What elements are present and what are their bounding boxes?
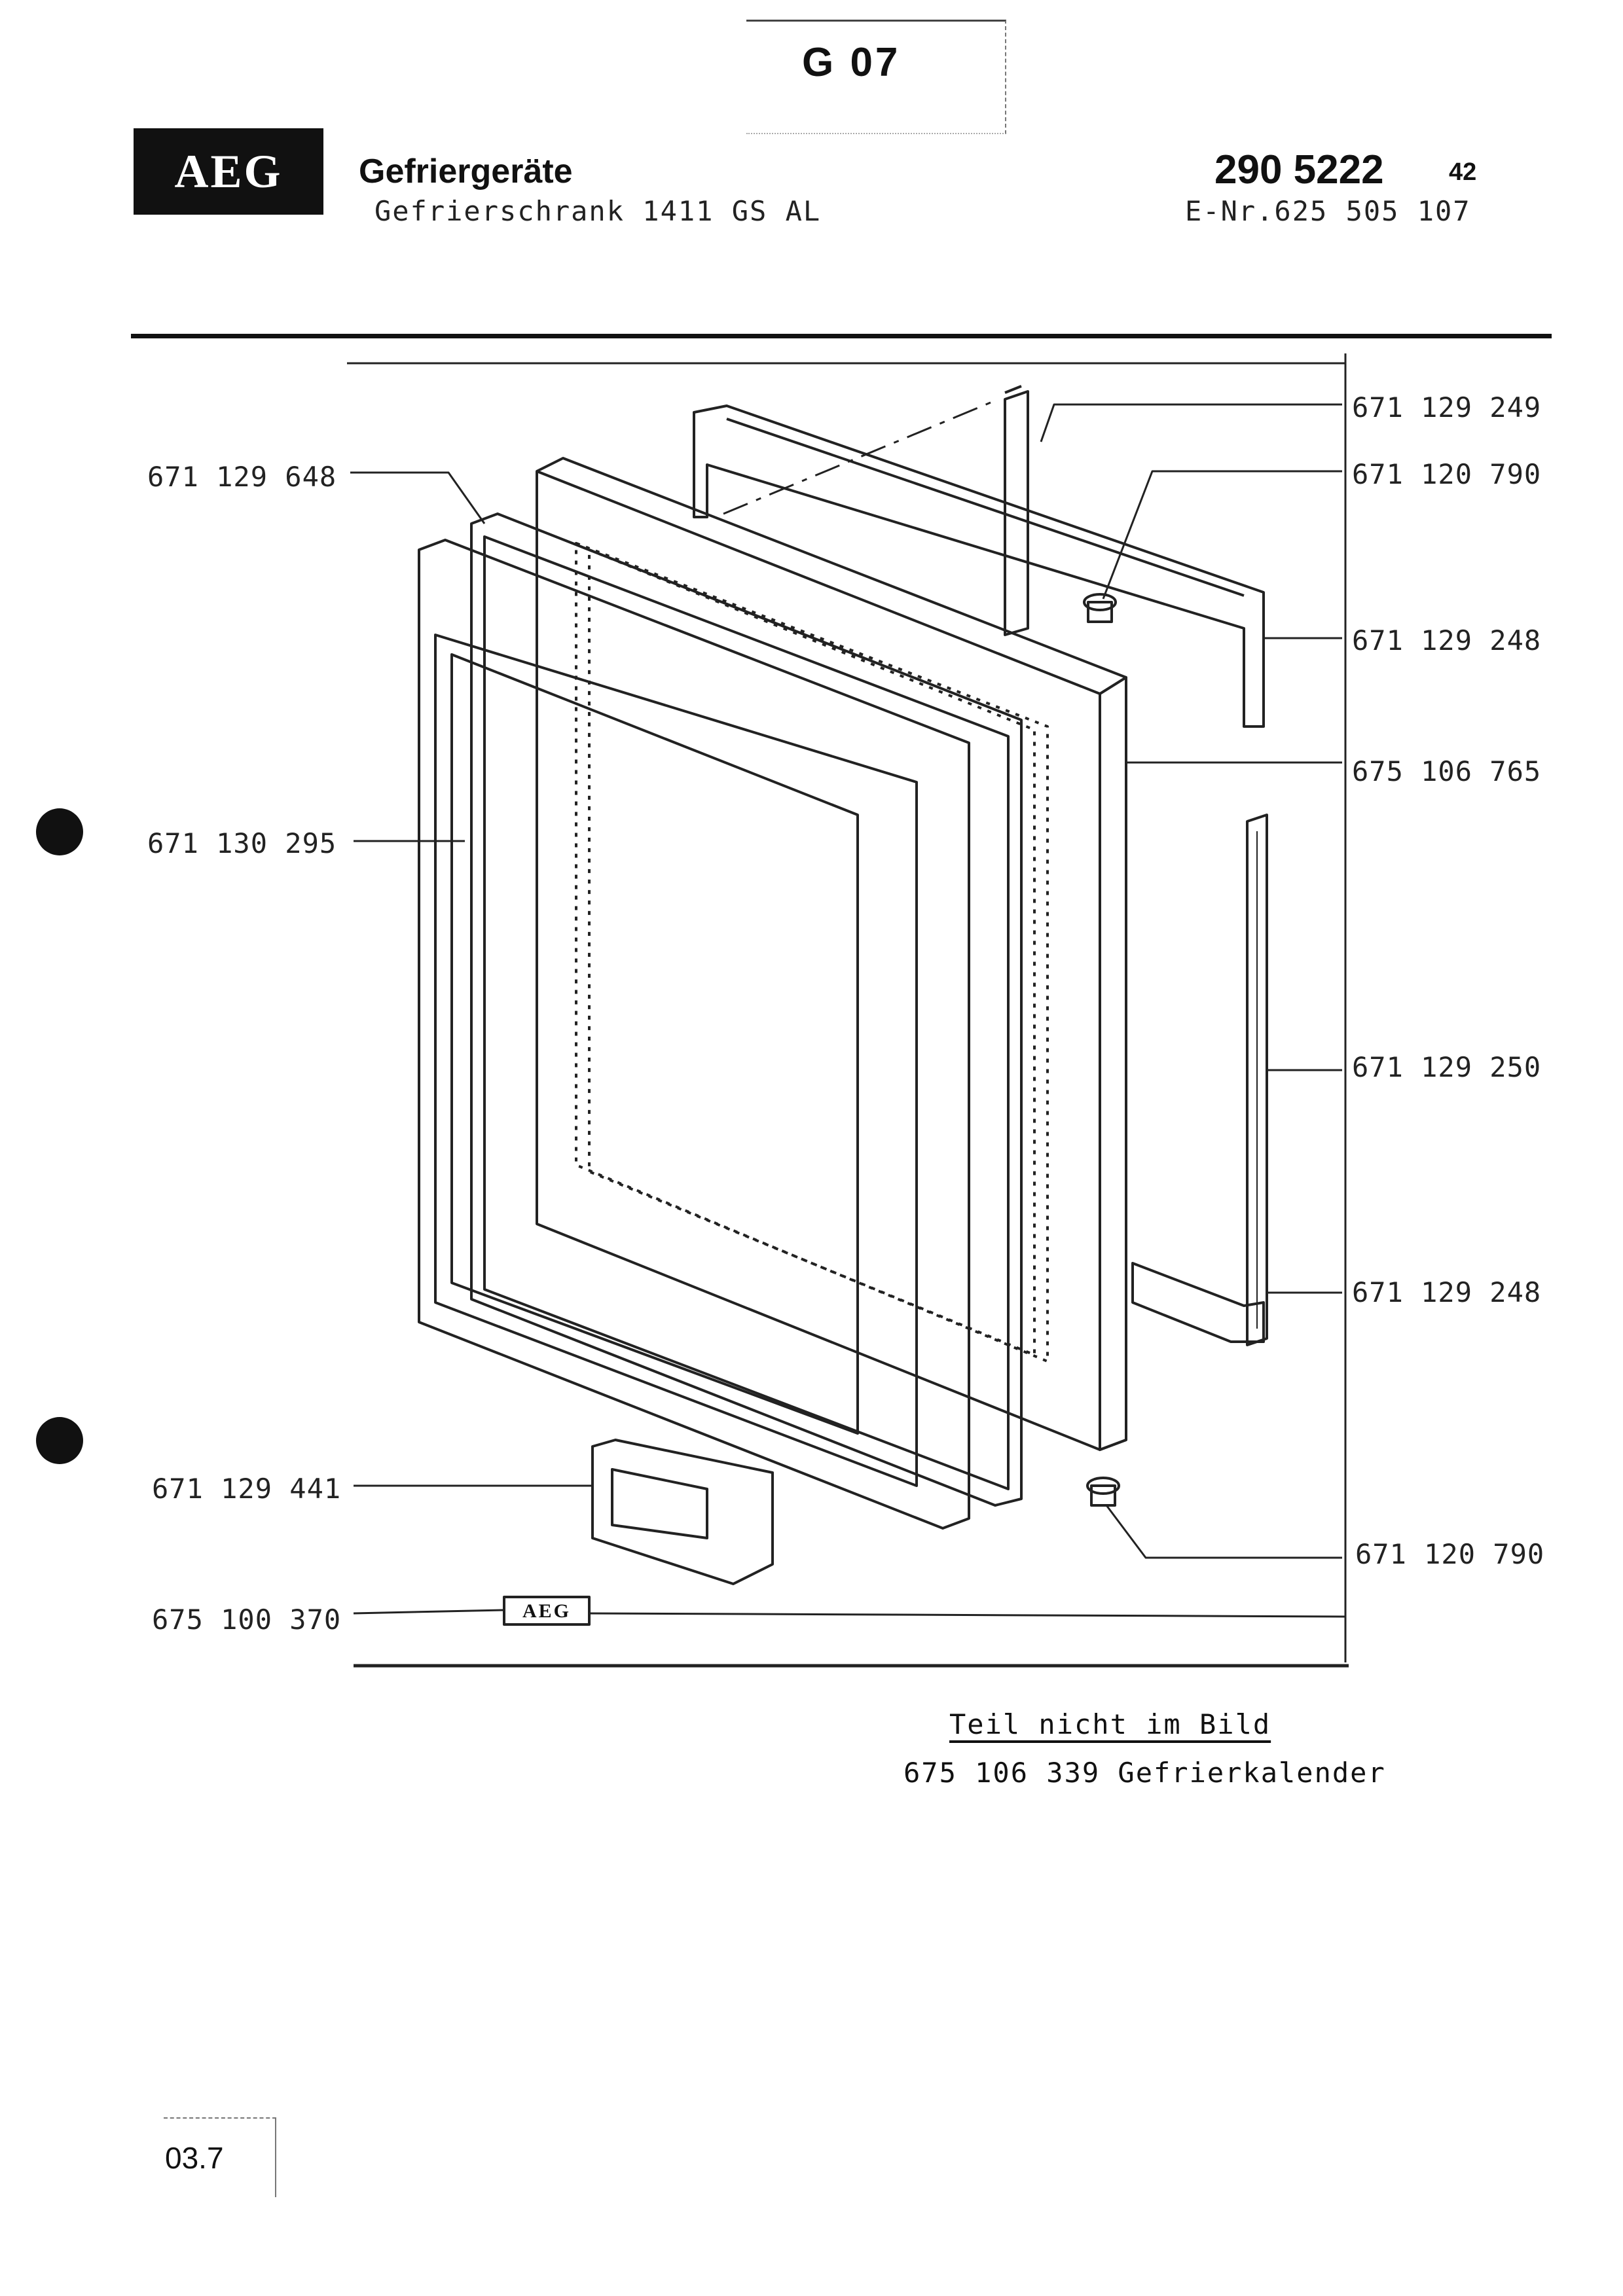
not-shown-title: Teil nicht im Bild	[949, 1708, 1271, 1740]
document-suffix: 42	[1449, 158, 1477, 186]
document-number: 290 5222	[1214, 147, 1384, 192]
category-title: Gefriergeräte	[359, 152, 573, 190]
punch-hole	[36, 1417, 83, 1464]
leader-lines	[350, 403, 1342, 1559]
door-seal-frame	[470, 512, 1023, 1507]
leader-p1	[1040, 403, 1342, 442]
brand-logo: AEG	[134, 128, 323, 215]
leader-p2	[1102, 470, 1342, 600]
leader-p3	[350, 471, 486, 524]
brand-logo-text: AEG	[174, 145, 283, 198]
section-code: G 07	[802, 40, 901, 85]
revision-frame	[164, 2117, 276, 2197]
revision-code: 03.7	[165, 2141, 224, 2175]
part-label: 671 120 790	[1352, 458, 1542, 490]
not-shown-item: 675 106 339 Gefrierkalender	[903, 1757, 1386, 1789]
bushing-bottom	[1086, 1477, 1120, 1507]
outer-door-panel	[536, 457, 1127, 1451]
door-inner-liner	[418, 539, 970, 1530]
punch-hole	[36, 808, 83, 855]
bushing-top	[1083, 593, 1117, 623]
nameplate-text: AEG	[522, 1600, 571, 1622]
part-label: 671 129 248	[1352, 624, 1542, 656]
top-hinge-rail	[693, 385, 1265, 728]
side-rail	[1246, 814, 1268, 1346]
nameplate-strip	[353, 1609, 505, 1615]
nameplate-strip-right	[589, 1612, 1346, 1618]
part-label: 671 130 295	[147, 827, 337, 859]
model-name: Gefrierschrank 1411 GS AL	[374, 195, 822, 227]
part-label: 675 100 370	[152, 1604, 342, 1636]
part-label: 671 129 250	[1352, 1051, 1542, 1083]
part-label: 675 106 765	[1352, 755, 1542, 787]
part-label: 671 120 790	[1355, 1538, 1545, 1570]
hinge-post	[1004, 390, 1029, 636]
door-handle	[591, 1439, 774, 1585]
leader-p10	[1105, 1505, 1342, 1559]
bottom-hinge-rail	[1131, 1262, 1265, 1343]
header-rule	[131, 334, 1552, 338]
part-label: 671 129 248	[1352, 1276, 1542, 1308]
section-frame	[746, 20, 1006, 134]
part-label: 671 129 648	[147, 461, 337, 493]
insulation-layer	[575, 542, 1049, 1363]
part-label: 671 129 441	[152, 1473, 342, 1505]
e-number: E-Nr.625 505 107	[1185, 195, 1471, 227]
part-label: 671 129 249	[1352, 391, 1542, 423]
